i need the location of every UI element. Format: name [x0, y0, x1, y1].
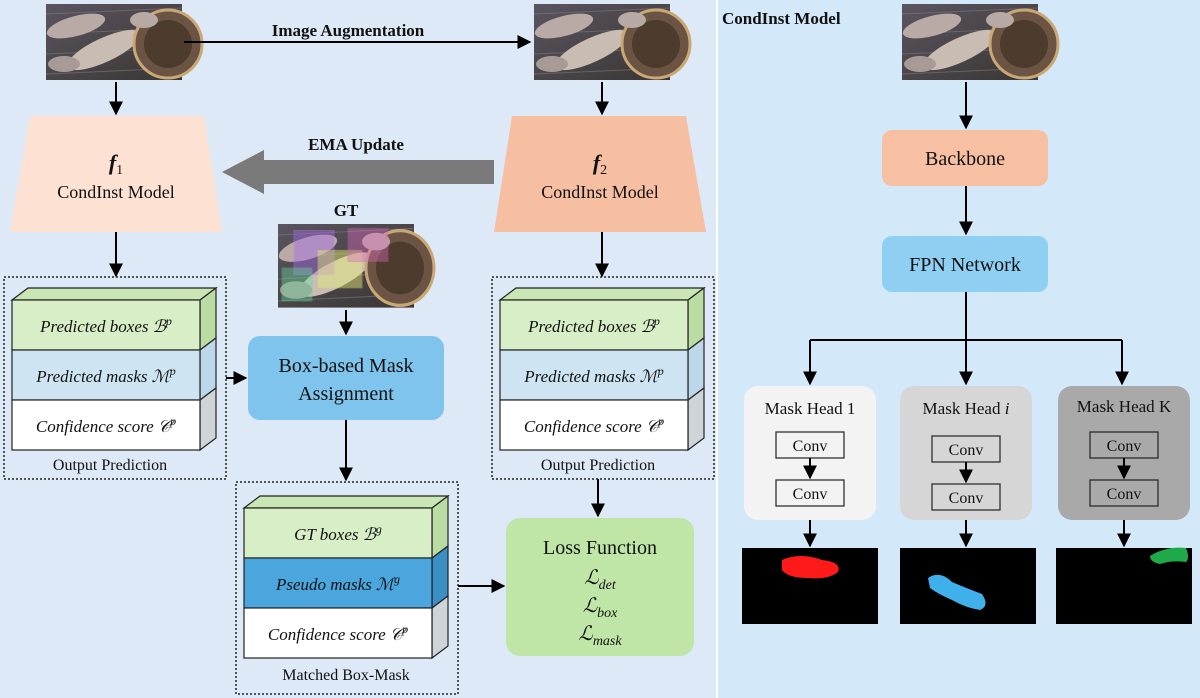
- backbone-box: [882, 130, 1048, 186]
- loss-box: ℒbox: [583, 595, 618, 621]
- mask-head-1-conv2-label: Conv: [793, 486, 828, 503]
- loss-title: Loss Function: [543, 537, 657, 559]
- model-f2: [494, 116, 706, 232]
- pred2-row-masks: [499, 349, 689, 401]
- mask-head-1: Mask Head 1 Conv Conv: [744, 386, 876, 520]
- mask-head-i-conv2: [931, 483, 1001, 511]
- mask-head-i-conv2-label: Conv: [949, 490, 984, 507]
- right-input-image: [898, 2, 1060, 82]
- pred1-row-conf: [11, 399, 201, 451]
- pred2-top-face: [498, 287, 706, 301]
- pred2-row-conf: [499, 399, 689, 451]
- pred2-caption: Output Prediction: [541, 457, 655, 474]
- mask-head-i-conv1-label: Conv: [949, 442, 984, 459]
- matched-row-pseudo-masks: [243, 557, 433, 609]
- mask-head-1-title: Mask Head 1: [765, 399, 856, 418]
- pred1-row-masks: [11, 349, 201, 401]
- box-mask-assignment: [248, 336, 444, 420]
- matched-row-conf: [243, 607, 433, 659]
- mask-head-k-title: Mask Head K: [1077, 397, 1172, 416]
- input-image-1: [42, 2, 204, 82]
- mask-head-k-conv2: [1089, 479, 1159, 507]
- mask-head-k-conv1-label: Conv: [1107, 438, 1142, 455]
- loss-mask: ℒmask: [578, 623, 622, 649]
- mask-output-1-blob: [782, 556, 839, 579]
- matched-box-mask-frame: [235, 481, 459, 695]
- pred2-row-boxes: [499, 299, 689, 351]
- assignment-line2: Assignment: [298, 383, 394, 405]
- model-f2-symbol: f2: [593, 150, 607, 178]
- loss-det: ℒdet: [584, 567, 617, 593]
- matched-top-face: [242, 495, 450, 509]
- ema-update-label: EMA Update: [308, 135, 404, 154]
- fpn-label: FPN Network: [909, 254, 1021, 276]
- pred1-caption: Output Prediction: [53, 457, 167, 474]
- mask-head-k-box: [1058, 386, 1190, 520]
- fpn-box: [882, 236, 1048, 292]
- mask-head-1-box: [744, 386, 876, 520]
- matched-caption: Matched Box-Mask: [282, 667, 410, 684]
- mask-head-i-box: [900, 386, 1032, 520]
- model-f1-name: CondInst Model: [57, 182, 175, 202]
- mask-head-1-conv2: [775, 479, 845, 507]
- assignment-line1: Box-based Mask: [279, 355, 414, 377]
- model-f1-symbol: f1: [109, 150, 123, 178]
- pred1-top-face: [10, 287, 218, 301]
- gt-image: [274, 222, 436, 310]
- model-f2-name: CondInst Model: [541, 182, 659, 202]
- model-f1: [10, 116, 222, 232]
- mask-head-k: Mask Head K Conv Conv: [1058, 386, 1190, 520]
- backbone-label: Backbone: [925, 148, 1005, 170]
- mask-head-1-conv1-label: Conv: [793, 438, 828, 455]
- right-panel-title: CondInst Model: [722, 9, 841, 28]
- ema-update-arrow: [222, 150, 494, 194]
- mask-output-i-blob: [928, 574, 986, 610]
- pred1-row-boxes: [11, 299, 201, 351]
- mask-output-i: [900, 548, 1036, 624]
- mask-head-k-conv2-label: Conv: [1107, 486, 1142, 503]
- mask-head-i: Mask Head i Conv Conv: [900, 386, 1032, 520]
- matched-row-gt-boxes: [243, 507, 433, 559]
- input-image-2: [530, 2, 692, 82]
- mask-output-k-blob: [1150, 547, 1188, 564]
- mask-head-i-title: Mask Head i: [923, 399, 1010, 418]
- gt-label: GT: [334, 201, 359, 220]
- loss-function-box: [506, 518, 694, 656]
- augmentation-label: Image Augmentation: [272, 21, 425, 40]
